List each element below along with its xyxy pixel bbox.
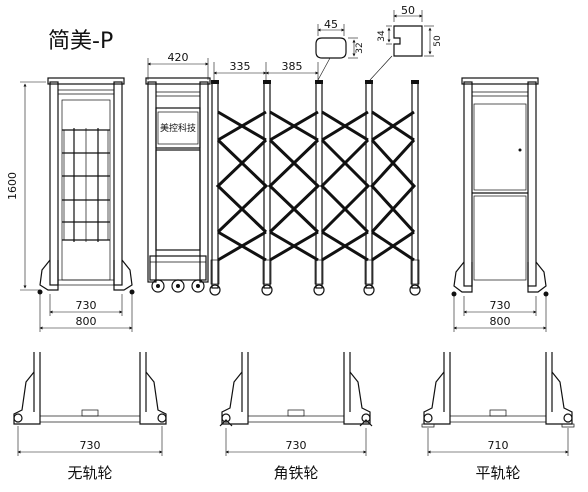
front-width-dimensions: 730 800 bbox=[39, 294, 133, 332]
wheel-a-width: 730 bbox=[80, 439, 101, 452]
front-inner-width: 730 bbox=[76, 299, 97, 312]
head-post bbox=[145, 77, 211, 293]
profile-small-width: 50 bbox=[401, 4, 415, 17]
post-width-dimension: 420 bbox=[147, 51, 209, 80]
front-outer-width: 800 bbox=[76, 315, 97, 328]
spacing-dimensions: 335 385 bbox=[213, 55, 393, 81]
diagram-title: 简美-P bbox=[48, 29, 113, 54]
wheel-detail-flat-track: 710 bbox=[421, 352, 575, 456]
wheel-c-caption: 平轨轮 bbox=[475, 464, 520, 482]
wheel-detail-angle-iron: 730 bbox=[219, 352, 373, 456]
profile-small: 50 34 50 bbox=[377, 4, 443, 57]
wheel-detail-trackless: 730 bbox=[13, 352, 167, 456]
profile-large-height: 32 bbox=[355, 42, 365, 53]
wheel-b-width: 730 bbox=[286, 439, 307, 452]
height-dimension: 1600 bbox=[6, 81, 46, 291]
profile-small-height-2: 50 bbox=[433, 35, 443, 47]
spacing-b-label: 385 bbox=[282, 60, 303, 73]
cage-grid bbox=[62, 128, 110, 242]
wheel-c-width: 710 bbox=[488, 439, 509, 452]
height-label: 1600 bbox=[6, 172, 19, 200]
scissor-linkage bbox=[215, 110, 417, 262]
spacing-a-label: 335 bbox=[230, 60, 251, 73]
rear-width-dimensions: 730 800 bbox=[453, 296, 547, 332]
rear-outer-width: 800 bbox=[490, 315, 511, 328]
profile-large-width: 45 bbox=[324, 18, 338, 31]
wheel-b-caption: 角铁轮 bbox=[273, 464, 318, 482]
control-panel-label: 美控科技 bbox=[160, 122, 196, 134]
profile-large: 45 32 bbox=[315, 18, 365, 59]
wheel-a-caption: 无轨轮 bbox=[67, 464, 112, 482]
profile-small-height-1: 34 bbox=[377, 30, 387, 42]
rear-inner-width: 730 bbox=[490, 299, 511, 312]
post-width-label: 420 bbox=[168, 51, 189, 64]
rear-end-view bbox=[451, 77, 549, 297]
front-end-view bbox=[37, 77, 135, 295]
